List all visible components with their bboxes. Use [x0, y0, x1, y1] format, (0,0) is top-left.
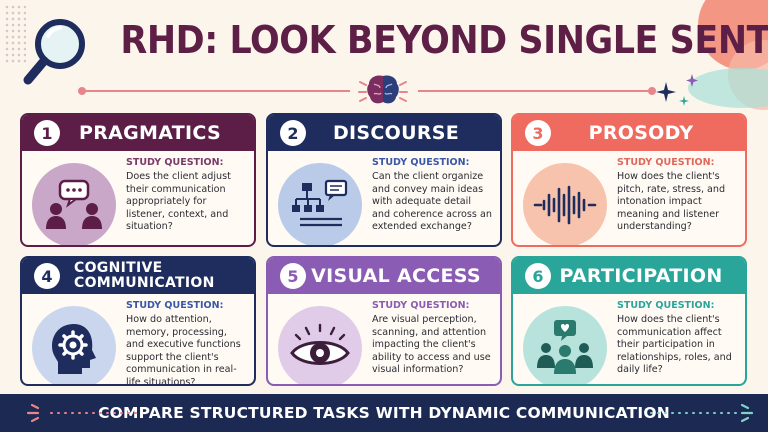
head-gear-icon	[32, 306, 116, 384]
accent-lines-icon	[26, 403, 40, 423]
study-question-text: Are visual perception, scanning, and att…	[372, 314, 491, 376]
dot-line	[48, 411, 138, 415]
magnifying-glass-icon	[23, 19, 85, 85]
card-number: 5	[280, 263, 306, 289]
brain-icon	[358, 75, 408, 104]
card-title: PROSODY	[588, 122, 694, 144]
card-title: DISCOURSE	[332, 122, 460, 144]
card-pragmatics: 1 PRAGMATICS STUDY QUESTION: Does the cl…	[20, 113, 256, 247]
hierarchy-diagram-icon	[278, 163, 362, 245]
card-number: 3	[525, 120, 551, 146]
card-number: 1	[34, 120, 60, 146]
study-question-label: STUDY QUESTION:	[617, 157, 715, 168]
card-prosody: 3 PROSODY	[511, 113, 747, 247]
dot-pattern	[4, 4, 26, 64]
sound-wave-icon	[523, 163, 607, 245]
card-header: 4 COGNITIVE COMMUNICATION	[22, 258, 254, 294]
study-question-text: Does the client adjust their communicati…	[126, 171, 231, 233]
divider	[82, 90, 350, 92]
card-title: PARTICIPATION	[559, 265, 723, 287]
accent-lines-icon	[740, 403, 754, 423]
footer-banner: COMPARE STRUCTURED TASKS WITH DYNAMIC CO…	[0, 394, 768, 432]
group-heart-icon	[523, 306, 607, 384]
study-question-text: Can the client organize and convey main …	[372, 171, 492, 233]
divider-dot	[648, 87, 656, 95]
card-title: PRAGMATICS	[78, 122, 221, 144]
study-question-label: STUDY QUESTION:	[617, 300, 715, 311]
study-question-label: STUDY QUESTION:	[372, 300, 470, 311]
page-title: RHD: LOOK BEYOND SINGLE SENTENCES	[120, 18, 768, 62]
divider-dot	[78, 87, 86, 95]
eye-icon	[278, 306, 362, 384]
card-number: 4	[34, 263, 60, 289]
dot-line	[648, 411, 738, 415]
card-header: 5 VISUAL ACCESS	[268, 258, 500, 294]
card-title: COGNITIVE COMMUNICATION	[74, 260, 215, 291]
study-question-text: How does the client's pitch, rate, stres…	[617, 171, 726, 233]
card-participation: 6 PARTICIPATION STUDY QUESTION:	[511, 256, 747, 386]
study-question-text: How does the client's communication affe…	[617, 314, 732, 376]
study-question-label: STUDY QUESTION:	[372, 157, 470, 168]
card-visual-access: 5 VISUAL ACCESS S	[266, 256, 502, 386]
card-title: VISUAL ACCESS	[311, 265, 481, 287]
corner-decoration	[688, 68, 768, 108]
study-question-label: STUDY QUESTION:	[126, 300, 224, 311]
conversation-people-icon	[32, 163, 116, 245]
study-question-label: STUDY QUESTION:	[126, 157, 224, 168]
card-number: 2	[280, 120, 306, 146]
divider	[418, 90, 652, 92]
card-header: 3 PROSODY	[513, 115, 745, 151]
card-discourse: 2 DISCOURSE	[266, 113, 502, 247]
study-question-text: How do attention, memory, processing, an…	[126, 314, 241, 386]
card-header: 1 PRAGMATICS	[22, 115, 254, 151]
card-header: 2 DISCOURSE	[268, 115, 500, 151]
card-header: 6 PARTICIPATION	[513, 258, 745, 294]
footer-text: COMPARE STRUCTURED TASKS WITH DYNAMIC CO…	[98, 404, 670, 422]
sparkle-icon	[656, 74, 698, 106]
card-number: 6	[525, 263, 551, 289]
card-cognitive-communication: 4 COGNITIVE COMMUNICATION	[20, 256, 256, 386]
